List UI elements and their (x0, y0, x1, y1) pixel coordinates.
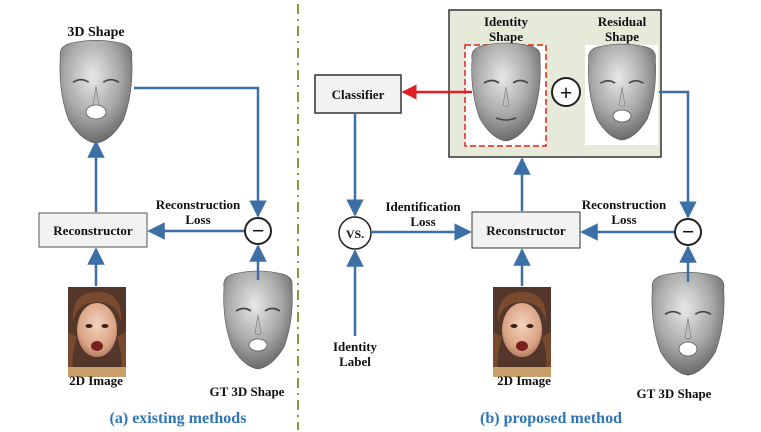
a-3d-shape-mouth (85, 104, 107, 120)
b-identification-loss-line1: Identification (385, 199, 461, 214)
a-reconstruction-loss-line2: Loss (185, 212, 210, 227)
b-minus-symbol: − (682, 219, 695, 244)
b-plus-node (551, 77, 581, 107)
a-reconstructor-box (38, 212, 148, 248)
a-reconstruction-loss-line1: Reconstruction (156, 197, 241, 212)
b-reconstruction-loss-line2: Loss (611, 212, 636, 227)
a-3d-shape-mesh (59, 39, 133, 145)
b-classifier-box (314, 74, 402, 114)
b-minus-node (674, 218, 702, 246)
b-gt-shape-mesh (651, 271, 725, 377)
b-vs-label: VS. (346, 227, 364, 241)
b-identity-shape-line1: Identity (484, 14, 529, 29)
b-residual-shape-mouth (612, 109, 632, 123)
b-identity-shape-mouth (495, 117, 517, 121)
a-caption: (a) existing methods (110, 410, 247, 427)
a-2d-image-label: 2D Image (69, 373, 123, 388)
b-vs-node (338, 216, 372, 250)
a-gt-shape-mouth (248, 338, 268, 352)
a-minus-symbol: − (252, 218, 265, 243)
b-caption: (b) proposed method (480, 410, 622, 427)
b-residual-shape-line1: Residual (598, 14, 647, 29)
b-identity-label-line2: Label (339, 354, 371, 369)
b-identity-label-line1: Identity (333, 339, 378, 354)
a-reconstructor-label: Reconstructor (53, 223, 133, 238)
a-arrow-shape-to-minus (134, 86, 267, 218)
b-plus-symbol: + (560, 80, 573, 105)
b-identification-loss-line2: Loss (410, 214, 435, 229)
b-input-photo (493, 287, 551, 377)
b-gt-3d-shape-label: GT 3D Shape (637, 386, 712, 401)
b-classifier-label: Classifier (332, 87, 385, 102)
b-reconstructor-label: Reconstructor (486, 223, 566, 238)
b-reconstruction-loss-line1: Reconstruction (582, 197, 667, 212)
b-2d-image-label: 2D Image (497, 373, 551, 388)
a-gt-3d-shape-label: GT 3D Shape (210, 384, 285, 399)
a-gt-shape-mesh (222, 270, 294, 370)
a-minus-node (244, 217, 272, 245)
a-input-photo (68, 287, 126, 377)
b-identity-shape-line2: Shape (489, 29, 523, 44)
b-residual-shape-line2: Shape (605, 29, 639, 44)
b-arrow-residual-to-minus (659, 90, 697, 219)
b-reconstructor-box (471, 211, 581, 249)
b-gt-shape-mouth (678, 341, 698, 357)
a-3d-shape-title: 3D Shape (67, 25, 124, 40)
